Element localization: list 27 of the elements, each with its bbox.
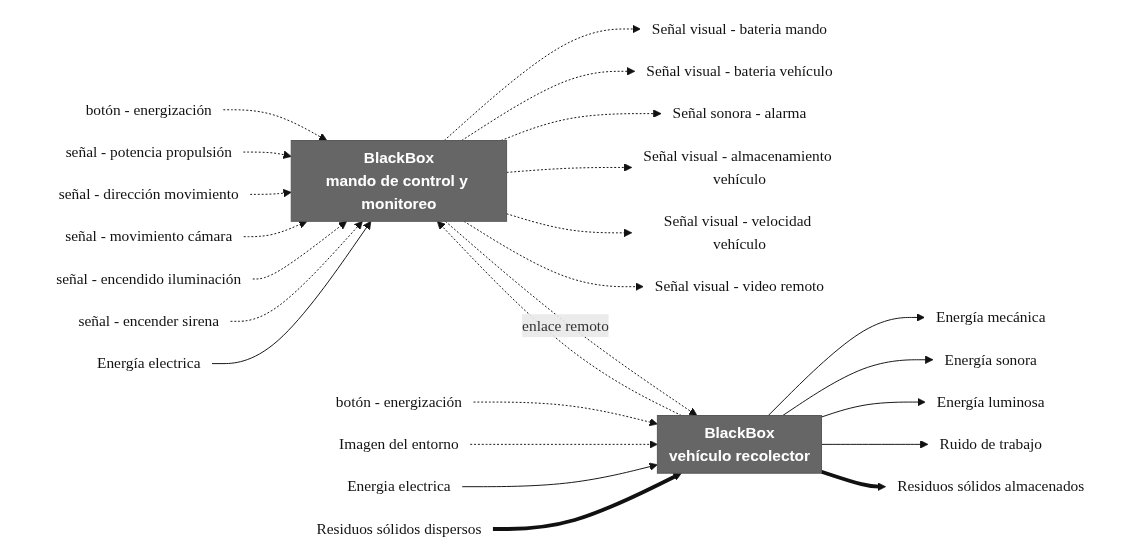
node-text: Energía electrica bbox=[96, 354, 201, 371]
node-text: Señal visual - video remoto bbox=[654, 277, 824, 294]
node-text: Señal visual - bateria vehículo bbox=[646, 62, 833, 79]
edge-label: enlace remoto bbox=[521, 316, 609, 333]
node-text: Energía luminosa bbox=[936, 392, 1045, 410]
node-text: Energía sonora bbox=[944, 350, 1037, 367]
node-text: botón - energización bbox=[335, 392, 462, 410]
node-text: Señal visual - almacenamiento vehículo bbox=[643, 146, 832, 187]
node-text: Residuos sólidos almacenados bbox=[896, 477, 1085, 494]
node-text: Energia electrica bbox=[346, 477, 451, 494]
node-text: Señal sonora - alarma bbox=[672, 104, 807, 121]
node-text: señal - encender sirena bbox=[78, 312, 219, 329]
node-text: Imagen del entorno bbox=[338, 435, 459, 452]
node-text: señal - potencia propulsión bbox=[65, 142, 232, 160]
arrow bbox=[492, 472, 682, 531]
arrow bbox=[820, 469, 886, 491]
node-text: señal - movimiento cámara bbox=[64, 227, 232, 244]
node-text: Señal visual - velocidad vehículo bbox=[663, 212, 811, 252]
node-text: Ruido de trabajo bbox=[939, 435, 1042, 452]
node-text: señal - dirección movimiento bbox=[58, 185, 239, 202]
node-box: BlackBox mando de control y monitoreo bbox=[290, 139, 507, 222]
node-text: señal - encendido iluminación bbox=[55, 269, 241, 287]
node-text: Señal visual - bateria mando bbox=[651, 19, 827, 37]
node-text: botón - energización bbox=[85, 100, 212, 117]
node-box: BlackBox vehículo recolector bbox=[656, 414, 822, 474]
node-text: Energía mecánica bbox=[935, 308, 1046, 325]
node-text: Residuos sólidos dispersos bbox=[316, 519, 482, 537]
